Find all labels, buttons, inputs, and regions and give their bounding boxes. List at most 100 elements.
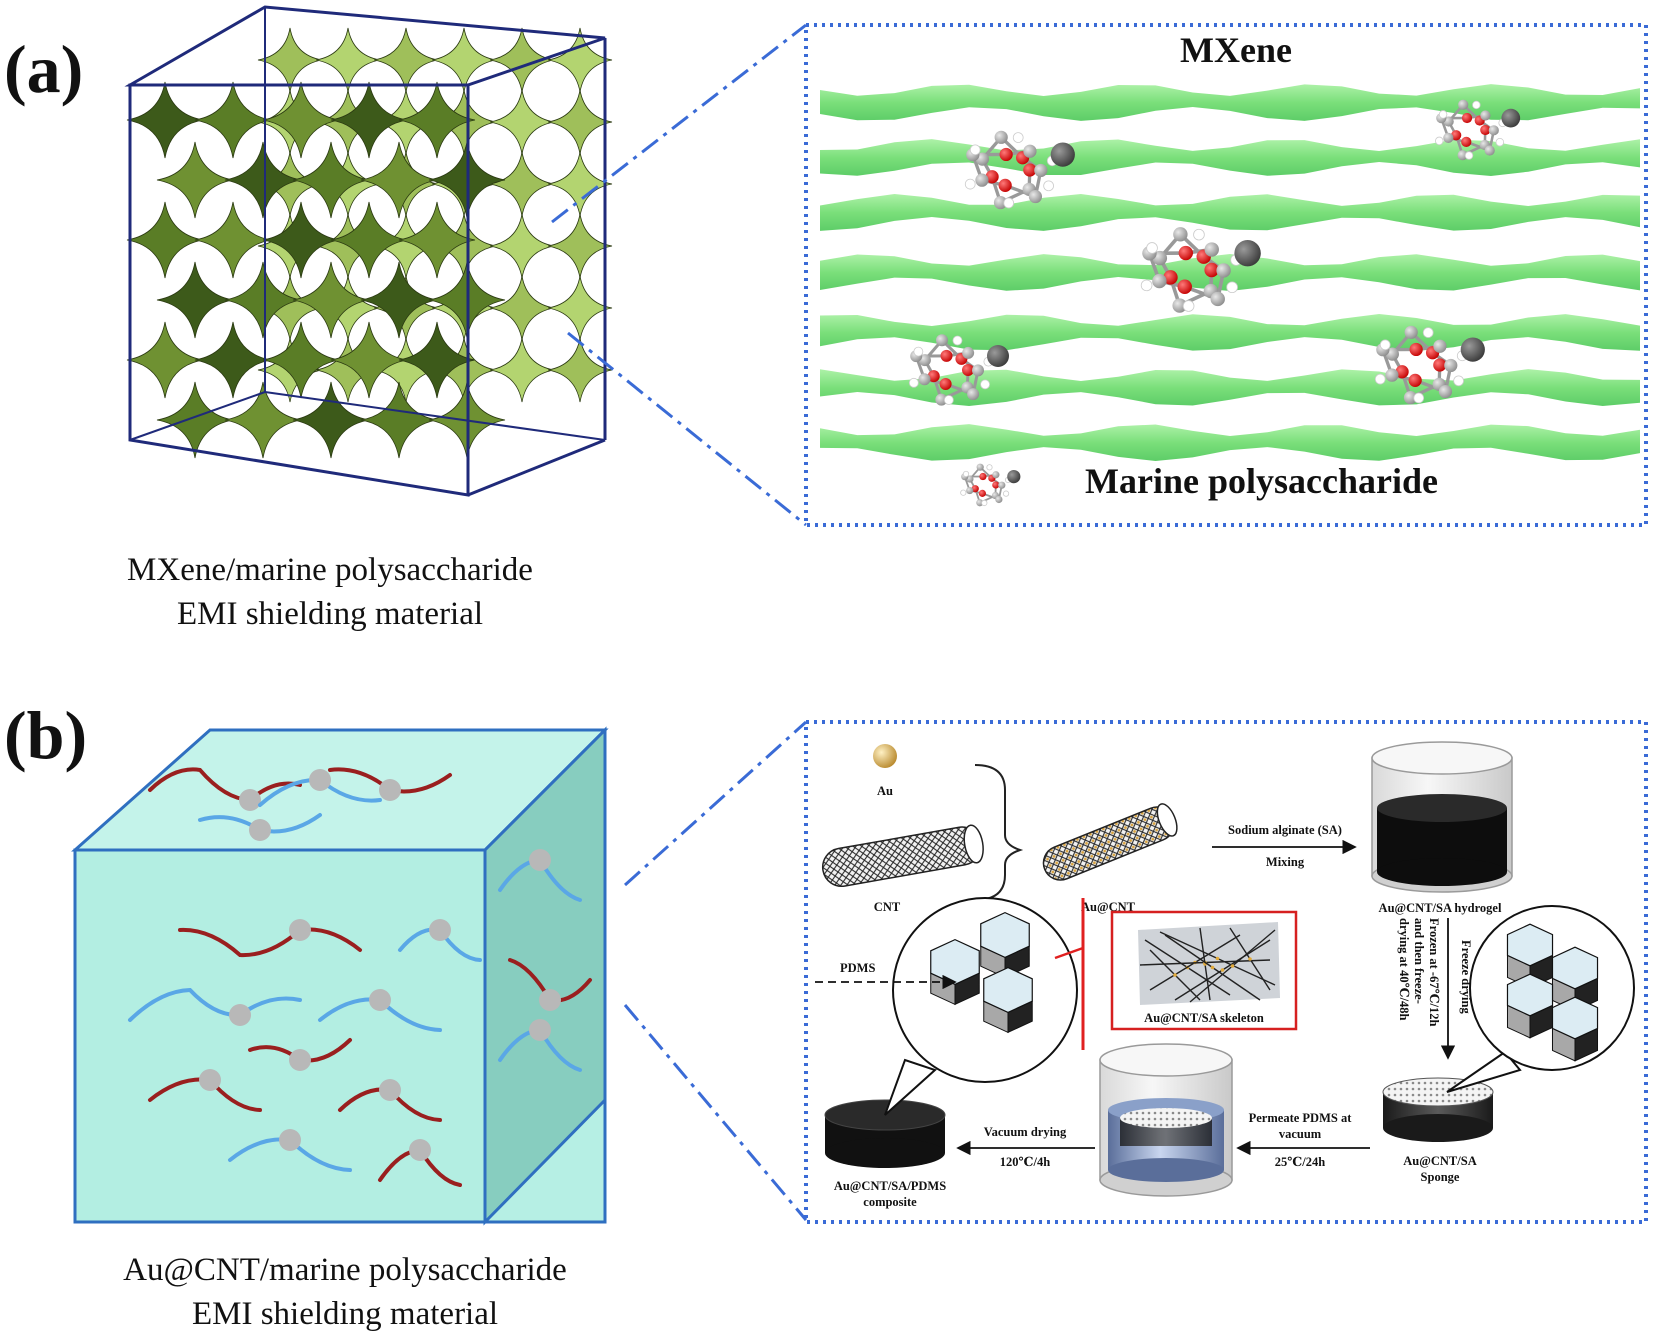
lattice-cell xyxy=(360,261,438,339)
lattice-cell xyxy=(262,201,340,279)
panel-a-caption-line2: EMI shielding material xyxy=(177,596,483,632)
pdms-beaker-icon xyxy=(1099,1043,1233,1197)
polysaccharide-molecule xyxy=(908,334,1009,406)
marine-polysaccharide-label: Marine polysaccharide xyxy=(1085,461,1438,501)
polymer-chain xyxy=(128,987,302,1022)
lattice-cell xyxy=(431,27,497,93)
sponge-line2-label: Sponge xyxy=(1421,1170,1460,1184)
sponge-hex-callout xyxy=(1446,905,1635,1093)
au-cnt-particle xyxy=(379,1079,401,1101)
polysaccharide-molecules xyxy=(908,99,1521,507)
panel-b-caption-line2: EMI shielding material xyxy=(192,1296,498,1332)
polysaccharide-molecule xyxy=(1140,227,1261,313)
lattice-cell xyxy=(257,27,323,93)
mxene-sheet xyxy=(820,139,1640,176)
lattice-cell xyxy=(194,321,272,399)
au-cnt-particle xyxy=(239,789,261,811)
mixing-bottom-label: Mixing xyxy=(1266,855,1305,869)
lattice-cell xyxy=(156,141,234,219)
au-cnt-particle xyxy=(369,989,391,1011)
lattice-cell xyxy=(360,381,438,459)
lattice-cell xyxy=(194,201,272,279)
lattice-cell xyxy=(156,261,234,339)
skeleton-mesh xyxy=(1138,922,1280,1005)
lattice-cell xyxy=(194,81,272,159)
skeleton-label: Au@CNT/SA skeleton xyxy=(1144,1011,1264,1025)
mxene-sheet xyxy=(820,314,1640,351)
lattice-cell xyxy=(398,201,476,279)
lattice-cell xyxy=(373,27,439,93)
frozen-line2-label: and then freeze- xyxy=(1412,918,1426,1004)
panel-b-caption-line1: Au@CNT/marine polysaccharide xyxy=(123,1252,567,1288)
lattice-cell xyxy=(489,275,555,341)
composite-line2-label: composite xyxy=(863,1195,917,1209)
lattice-cell xyxy=(126,81,204,159)
pdms-label: PDMS xyxy=(840,961,875,975)
lattice-cell xyxy=(224,381,302,459)
lattice-cell xyxy=(330,321,408,399)
composite-hex-callout xyxy=(884,897,1078,1116)
au-cnt-label: Au@CNT xyxy=(1081,900,1136,914)
lattice-cell xyxy=(292,141,370,219)
permeate-line3-label: 25℃/24h xyxy=(1275,1155,1325,1169)
frozen-line1-label: Frozen at -67℃/12h xyxy=(1427,918,1441,1027)
mxene-sheet xyxy=(820,194,1640,231)
mxene-sheet xyxy=(820,369,1640,406)
au-cnt-particle xyxy=(289,919,311,941)
au-cnt-particle xyxy=(529,849,551,871)
au-label: Au xyxy=(877,784,893,798)
polymer-chain xyxy=(148,767,302,803)
cube-b xyxy=(71,726,609,1226)
au-cnt-tube-icon xyxy=(1042,803,1178,881)
lattice-cell xyxy=(547,275,613,341)
mxene-label: MXene xyxy=(1180,30,1292,70)
gyroid-lattice xyxy=(126,27,613,459)
lattice-cell xyxy=(330,81,408,159)
panel-a-label: (a) xyxy=(4,31,83,107)
lattice-cell xyxy=(547,151,613,217)
lattice-cell xyxy=(126,321,204,399)
combine-bracket xyxy=(974,764,1024,901)
hydrogel-beaker-icon xyxy=(1371,741,1513,893)
panel-b-label: (b) xyxy=(4,697,87,773)
lattice-cell xyxy=(262,81,340,159)
frozen-line3-label: drying at 40℃/48h xyxy=(1397,918,1411,1021)
sponge-line1-label: Au@CNT/SA xyxy=(1403,1154,1476,1168)
au-cnt-particle xyxy=(429,919,451,941)
au-cnt-particle xyxy=(229,1004,251,1026)
au-cnt-particle xyxy=(309,769,331,791)
hydrogel-label: Au@CNT/SA hydrogel xyxy=(1379,901,1502,915)
lattice-cell xyxy=(489,151,555,217)
cube-a-frame xyxy=(124,5,607,497)
composite-line1-label: Au@CNT/SA/PDMS xyxy=(834,1179,946,1193)
polysaccharide-molecule xyxy=(1374,325,1485,405)
au-cnt-particle xyxy=(529,1019,551,1041)
au-cnt-particle xyxy=(289,1049,311,1071)
lattice-cell xyxy=(547,89,613,155)
lattice-cell xyxy=(547,337,613,403)
au-cnt-particle xyxy=(249,819,271,841)
mxene-sheet xyxy=(820,84,1640,121)
au-cnt-particle xyxy=(539,989,561,1011)
mixing-top-label: Sodium alginate (SA) xyxy=(1228,823,1342,837)
lattice-cell xyxy=(156,381,234,459)
cnt-tube-icon xyxy=(821,824,984,888)
polysaccharide-molecule xyxy=(960,463,1021,507)
cnt-label: CNT xyxy=(874,900,901,914)
lattice-cell xyxy=(398,321,476,399)
au-cnt-particle xyxy=(379,779,401,801)
polysaccharide-molecule xyxy=(964,130,1075,210)
lattice-cell xyxy=(330,201,408,279)
process-diagram: Au CNT Au@CNT Sodium alginate (SA) Mixin… xyxy=(815,741,1635,1209)
polymer-chain xyxy=(178,927,362,958)
lattice-cell xyxy=(292,381,370,459)
lattice-cell xyxy=(489,89,555,155)
permeate-line1-label: Permeate PDMS at xyxy=(1249,1111,1353,1125)
lattice-cell xyxy=(315,27,381,93)
lattice-cell xyxy=(360,141,438,219)
mxene-sheet xyxy=(820,424,1640,461)
lattice-cell xyxy=(224,261,302,339)
panel-a-caption-line1: MXene/marine polysaccharide xyxy=(127,552,533,588)
panel-b-zoom-lines xyxy=(623,720,808,1221)
lattice-cell xyxy=(292,261,370,339)
